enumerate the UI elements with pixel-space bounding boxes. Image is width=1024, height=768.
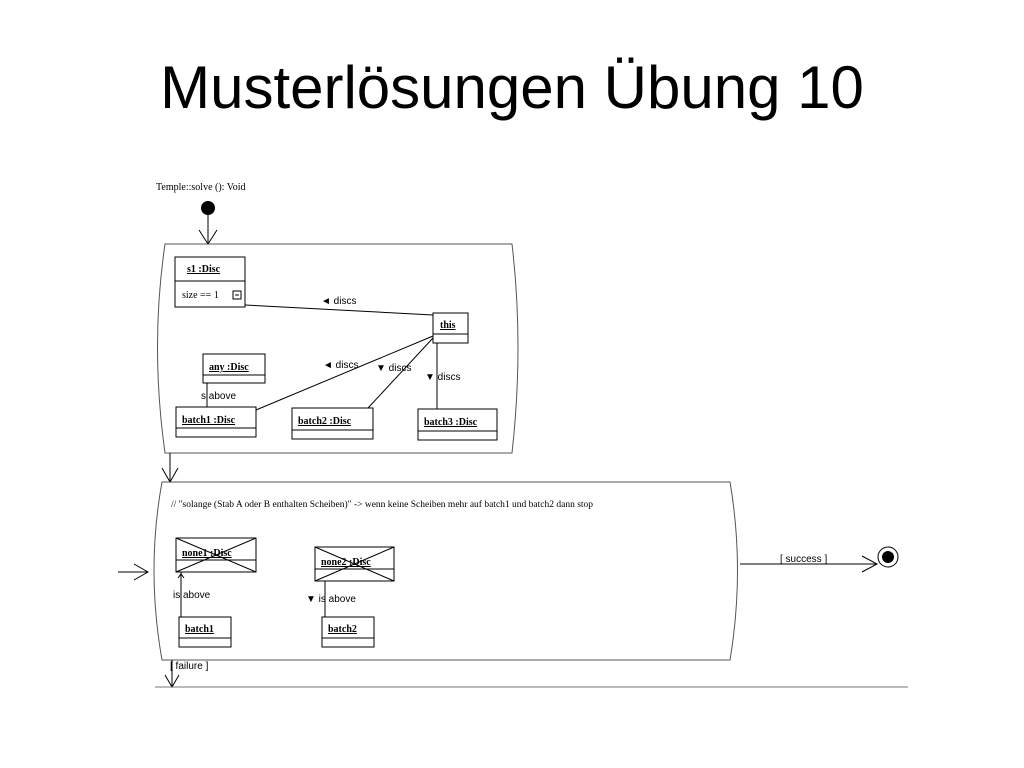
diagram-header: Temple::solve (): Void: [156, 182, 245, 193]
object-s2-batch1-name: batch1: [185, 624, 214, 635]
object-s2-batch2-name: batch2: [328, 624, 357, 635]
start-node: [201, 201, 215, 215]
object-batch3-name: batch3 :Disc: [424, 417, 478, 428]
end-node-inner: [882, 551, 894, 563]
success-transition-arrowhead: [861, 555, 879, 573]
collapse-icon[interactable]: [232, 290, 242, 300]
object-none2-name: none2 :Disc: [321, 557, 371, 568]
end-node: [877, 546, 899, 568]
link-this-batch2-label: ▼ discs: [376, 363, 411, 374]
story2-comment: // "solange (Stab A oder B enthalten Sch…: [171, 499, 593, 510]
success-guard: [ success ]: [780, 554, 827, 565]
link-none1-batch1-label: is above: [173, 590, 211, 601]
link-none1-batch1-marker: [177, 573, 185, 579]
object-any: [202, 353, 266, 384]
link-this-s1: [244, 304, 434, 316]
link-this-batch1: [255, 335, 434, 411]
link-this-batch2: [367, 337, 434, 409]
object-this: [432, 312, 469, 344]
object-batch1: [175, 406, 257, 438]
object-none2-cross-b: [314, 546, 395, 582]
object-s2-batch1: [178, 616, 232, 648]
object-batch3: [417, 408, 498, 441]
object-none1-name: none1 :Disc: [182, 548, 232, 559]
object-s2-batch2: [321, 616, 375, 648]
link-any-batch1-label: s above: [201, 391, 236, 402]
object-none1-cross-b: [175, 537, 257, 573]
object-this-name: this: [440, 320, 456, 331]
story-activity-2: [153, 481, 738, 661]
object-s1-name: s1 :Disc: [187, 264, 221, 275]
object-batch2-name: batch2 :Disc: [298, 416, 352, 427]
link-none2-batch2-label: ▼ is above: [306, 594, 356, 605]
object-s1-constraint: size == 1: [182, 290, 219, 301]
link-this-batch1-label: ◄ discs: [323, 360, 358, 371]
object-any-name: any :Disc: [209, 362, 249, 373]
link-this-s1-label: ◄ discs: [321, 296, 356, 307]
object-batch1-name: batch1 :Disc: [182, 415, 236, 426]
object-batch2: [291, 407, 374, 440]
loop-incoming-arrowhead: [133, 563, 150, 581]
slide-title: Musterlösungen Übung 10: [160, 54, 864, 121]
link-this-batch3-label: ▼ discs: [425, 372, 460, 383]
failure-guard: [ failure ]: [170, 661, 209, 672]
story-activity-1: [157, 243, 519, 454]
